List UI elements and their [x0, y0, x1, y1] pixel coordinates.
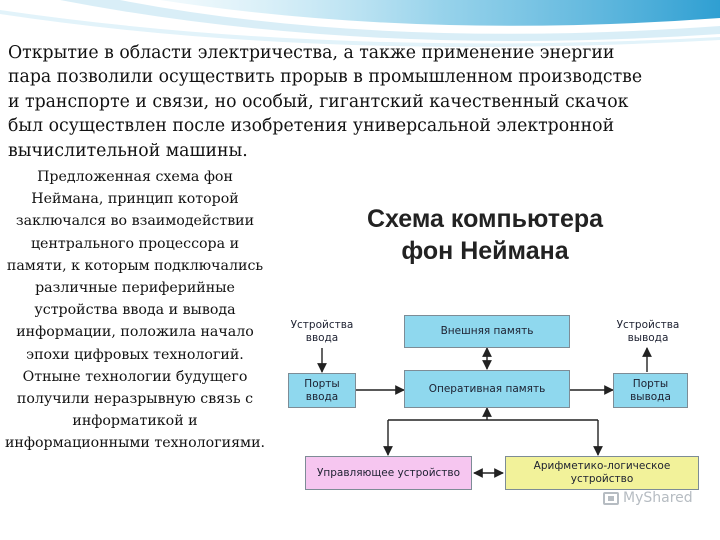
diagram-title-line-1: Схема компьютера [366, 205, 604, 233]
node-output-devices: Устройства вывода [616, 319, 680, 344]
watermark: MyShared [603, 490, 693, 506]
node-control-unit: Управляющее устройство [305, 456, 472, 490]
node-output-ports: Порты вывода [613, 373, 688, 408]
intro-paragraph: Открытие в области электричества, а такж… [8, 43, 643, 161]
header-swoosh-decoration [0, 0, 720, 47]
node-alu: Арифметико-логическое устройство [505, 456, 699, 490]
diagram-title-line-2: фон Неймана [401, 237, 569, 265]
node-input-devices: Устройства ввода [290, 319, 354, 344]
node-external-memory: Внешняя память [404, 315, 570, 348]
left-text-block: Предложенная схема фон Неймана, принцип … [4, 166, 266, 455]
node-ram: Оперативная память [404, 370, 570, 408]
diagram-title: Схема компьютера фон Неймана [320, 203, 650, 267]
neumann-description: Предложенная схема фон Неймана, принцип … [6, 169, 264, 363]
future-technologies-text: Отныне технологии будущего получили нера… [4, 368, 266, 452]
watermark-text: MyShared [623, 490, 693, 506]
watermark-logo-icon [603, 491, 619, 505]
node-input-ports: Порты ввода [288, 373, 356, 408]
